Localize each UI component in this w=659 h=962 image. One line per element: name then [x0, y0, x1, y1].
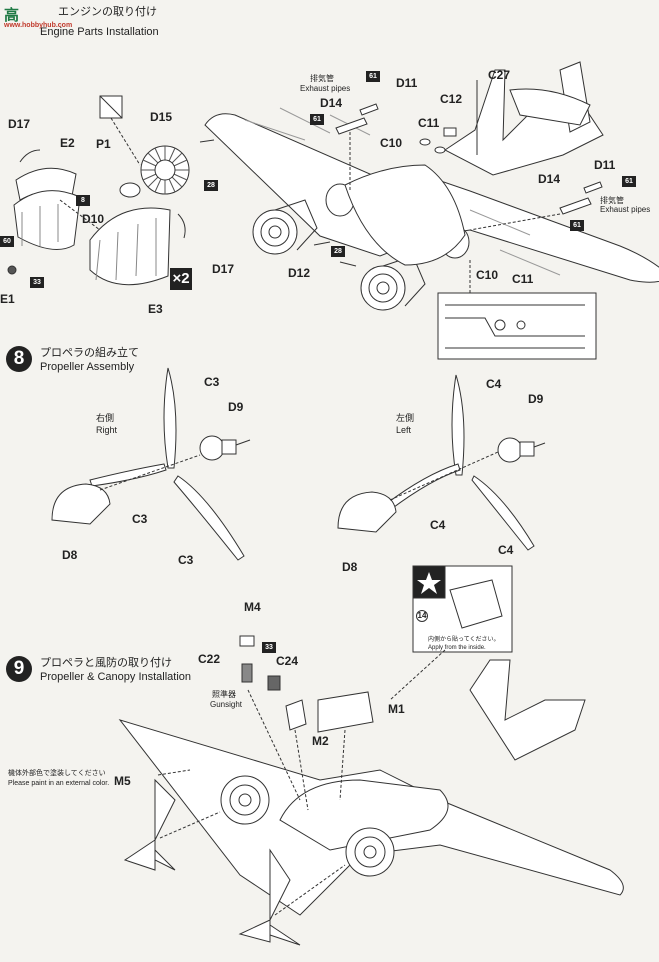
part-label-c11-detail: C11	[512, 272, 534, 286]
paint-note-en: Please paint in an external color.	[8, 780, 110, 787]
right-side-jp: 右側	[96, 413, 115, 423]
part-label-d15: D15	[150, 110, 173, 124]
part-label-d11: D11	[396, 76, 418, 90]
step-8-title-jp: プロペラの組み立て	[40, 347, 139, 359]
part-label-c12: C12	[440, 92, 463, 106]
part-label-d8-a: D8	[62, 548, 78, 562]
watermark-url: www.hobbyhub.com	[4, 22, 73, 29]
part-label-d8-b: D8	[342, 560, 358, 574]
paint-badge-60: 60	[0, 236, 14, 247]
part-label-d11-right: D11	[594, 158, 616, 172]
right-side-en: Right	[96, 425, 118, 435]
step-8-number: 8	[6, 346, 32, 372]
part-label-c4-c: C4	[498, 543, 514, 557]
left-side-en: Left	[396, 425, 412, 435]
paint-badge-61-c: 61	[622, 176, 636, 187]
left-side-jp: 左側	[396, 413, 415, 423]
part-label-c22: C22	[198, 652, 221, 666]
paint-note-jp: 機体外部色で塗装してください	[8, 770, 106, 777]
quantity-x2-badge: ×2	[170, 268, 192, 290]
part-label-c24: C24	[276, 654, 299, 668]
step-8-title-en: Propeller Assembly	[40, 361, 135, 373]
paint-badge-61-b: 61	[310, 114, 324, 125]
part-label-c10: C10	[380, 136, 403, 150]
paint-badge-61-d: 61	[570, 220, 584, 231]
paint-badge-8: 8	[76, 195, 90, 206]
paint-badge-28: 28	[204, 180, 218, 191]
part-label-c10-detail: C10	[476, 268, 499, 282]
paint-badge-33-b: 33	[262, 642, 276, 653]
header-title-jp: エンジンの取り付け	[58, 6, 157, 18]
header-title-en: Engine Parts Installation	[40, 26, 159, 38]
part-label-d9-b: D9	[528, 392, 544, 406]
gunsight-label-en: Gunsight	[210, 700, 243, 709]
part-label-c4-b: C4	[430, 518, 446, 532]
part-label-c11: C11	[418, 116, 440, 130]
inside-note-en: Apply from the inside.	[428, 645, 486, 651]
part-label-d14: D14	[320, 96, 343, 110]
part-label-e1: E1	[0, 292, 15, 306]
part-label-d17: D17	[8, 117, 31, 131]
part-label-c3-b: C3	[132, 512, 148, 526]
exhaust-label-en: Exhaust pipes	[300, 84, 351, 93]
inside-note-jp: 内側から貼ってください。	[428, 637, 500, 643]
part-label-d14-right: D14	[538, 172, 561, 186]
part-label-c27: C27	[488, 68, 511, 82]
part-label-m1: M1	[388, 702, 405, 716]
part-label-c4-a: C4	[486, 377, 502, 391]
exhaust-label-jp-right: 排気管	[600, 196, 624, 205]
part-label-d12: D12	[288, 266, 311, 280]
part-label-e3: E3	[148, 302, 163, 316]
exhaust-label-en-right: Exhaust pipes	[600, 205, 651, 214]
paint-badge-61-a: 61	[366, 71, 380, 82]
part-label-c3-a: C3	[204, 375, 220, 389]
step-9-title-en: Propeller & Canopy Installation	[40, 671, 192, 683]
part-label-d10: D10	[82, 212, 105, 226]
part-label-d9-a: D9	[228, 400, 244, 414]
paint-badge-28-b: 28	[331, 246, 345, 257]
part-label-p1: P1	[96, 137, 111, 151]
gunsight-label-jp: 照準器	[212, 690, 236, 699]
part-label-e2: E2	[60, 136, 75, 150]
part-label-m2: M2	[312, 734, 329, 748]
part-label-d17-b: D17	[212, 262, 235, 276]
watermark-logo: 高	[4, 7, 20, 24]
decal-number-14: 14	[416, 610, 428, 622]
part-label-c3-c: C3	[178, 553, 194, 567]
exhaust-label-jp: 排気管	[310, 74, 334, 83]
part-label-m5: M5	[114, 774, 131, 788]
part-label-m4: M4	[244, 600, 261, 614]
paint-badge-33: 33	[30, 277, 44, 288]
step-9-number: 9	[6, 656, 32, 682]
step-9-title-jp: プロペラと風防の取り付け	[40, 657, 172, 669]
